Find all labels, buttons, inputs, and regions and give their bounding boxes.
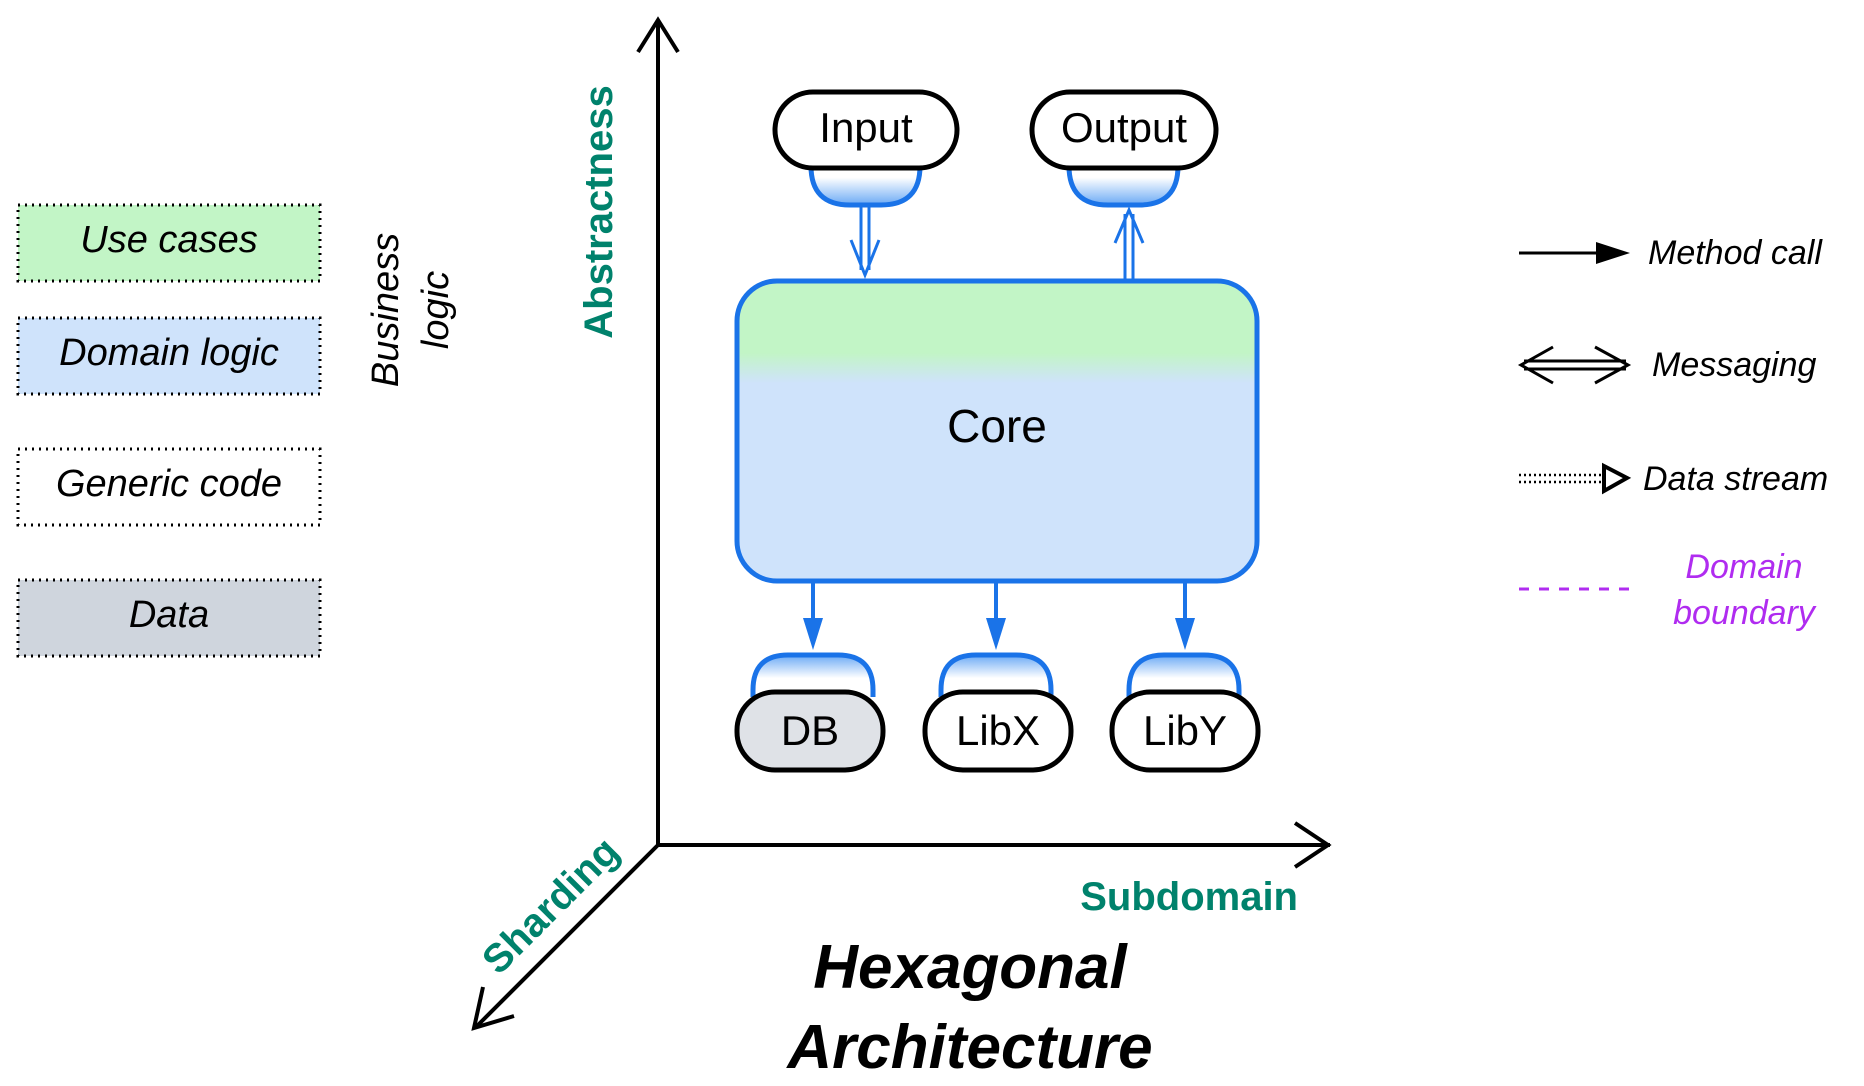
- legend-swatch-generic-code: [16, 447, 322, 527]
- adapter-libx-pill[interactable]: [922, 689, 1074, 773]
- vertical-axis-arrowhead: [636, 16, 680, 54]
- legend-swatch-data: [16, 578, 322, 658]
- legend-label-messaging: Messaging: [1652, 346, 1817, 384]
- title-line2: Architecture: [785, 1013, 1152, 1082]
- method-call-arrow-core-to-liby: [1175, 583, 1195, 650]
- legend-swatch-domain-logic: [16, 316, 322, 396]
- method-call-arrow-core-to-libx: [986, 583, 1006, 650]
- legend-label-domain-boundary-line1: Domain: [1685, 548, 1802, 586]
- port-input-label: Input: [819, 104, 913, 151]
- core-rect[interactable]: [734, 278, 1260, 584]
- port-input-pill[interactable]: [772, 89, 960, 171]
- legend-messaging: Messaging: [1517, 345, 1817, 385]
- port-output[interactable]: Output: [1029, 89, 1219, 208]
- legend-domain-boundary: Domain boundary: [1519, 548, 1817, 632]
- axis-label-subdomain: Subdomain: [1080, 875, 1298, 919]
- messaging-double-arrow-icon: [1517, 345, 1632, 385]
- legend-swatch-use-cases: [16, 203, 322, 283]
- business-logic-label-line2: logic: [415, 271, 457, 349]
- legend-label-use-cases: Use cases: [80, 219, 257, 261]
- legend-label-method-call: Method call: [1648, 234, 1823, 272]
- adapter-libx-cup: [938, 652, 1054, 697]
- adapter-db-cup: [750, 652, 876, 697]
- messaging-arrow-core-to-output: [1113, 206, 1145, 279]
- adapter-liby-label: LibY: [1143, 707, 1227, 754]
- axis-label-sharding: Sharding: [474, 829, 628, 983]
- adapter-libx-label: LibX: [956, 707, 1040, 754]
- port-output-pill[interactable]: [1029, 89, 1219, 171]
- legend-item-use-cases: Use cases: [16, 203, 322, 283]
- diagonal-axis-arrowhead: [471, 986, 515, 1031]
- port-input[interactable]: Input: [772, 89, 960, 208]
- arrow-legend: Method call Messaging Data stream Domain…: [1517, 234, 1828, 632]
- adapter-libx[interactable]: LibX: [922, 652, 1074, 773]
- diagram-title: Hexagonal Architecture: [785, 933, 1152, 1082]
- layer-legend: Use cases Domain logic Generic code Data…: [16, 203, 457, 658]
- legend-label-generic-code: Generic code: [56, 463, 282, 505]
- legend-item-domain-logic: Domain logic: [16, 316, 322, 396]
- legend-label-domain-boundary-line2: boundary: [1673, 594, 1817, 632]
- method-call-arrowhead-icon: [1596, 242, 1630, 264]
- data-stream-dotted-arrow-icon: [1519, 462, 1632, 495]
- legend-method-call: Method call: [1519, 234, 1823, 272]
- horizontal-axis-arrowhead: [1293, 821, 1332, 869]
- core-box[interactable]: Core: [734, 278, 1260, 584]
- legend-item-generic-code: Generic code: [16, 447, 322, 527]
- adapter-liby-pill[interactable]: [1109, 689, 1261, 773]
- adapter-db-label: DB: [781, 707, 839, 754]
- core-label: Core: [947, 400, 1047, 452]
- title-line1: Hexagonal: [813, 933, 1128, 1002]
- messaging-arrow-input-to-core: [849, 207, 881, 280]
- adapter-liby-cup: [1126, 652, 1242, 697]
- legend-item-data: Data: [16, 578, 322, 658]
- business-logic-label-line1: Business: [365, 233, 407, 387]
- diagonal-axis-line: [474, 843, 660, 1029]
- adapter-db[interactable]: DB: [734, 652, 886, 773]
- legend-label-data: Data: [129, 594, 209, 636]
- axes: [471, 16, 1332, 1031]
- port-output-label: Output: [1061, 104, 1187, 151]
- adapter-liby[interactable]: LibY: [1109, 652, 1261, 773]
- legend-label-domain-logic: Domain logic: [59, 332, 279, 374]
- method-call-arrow-core-to-db: [803, 583, 823, 650]
- business-logic-label: Business logic: [365, 233, 457, 387]
- axis-label-abstractness: Abstractness: [577, 85, 621, 338]
- legend-label-data-stream: Data stream: [1643, 460, 1828, 498]
- legend-data-stream: Data stream: [1519, 460, 1828, 498]
- adapter-db-pill[interactable]: [734, 689, 886, 773]
